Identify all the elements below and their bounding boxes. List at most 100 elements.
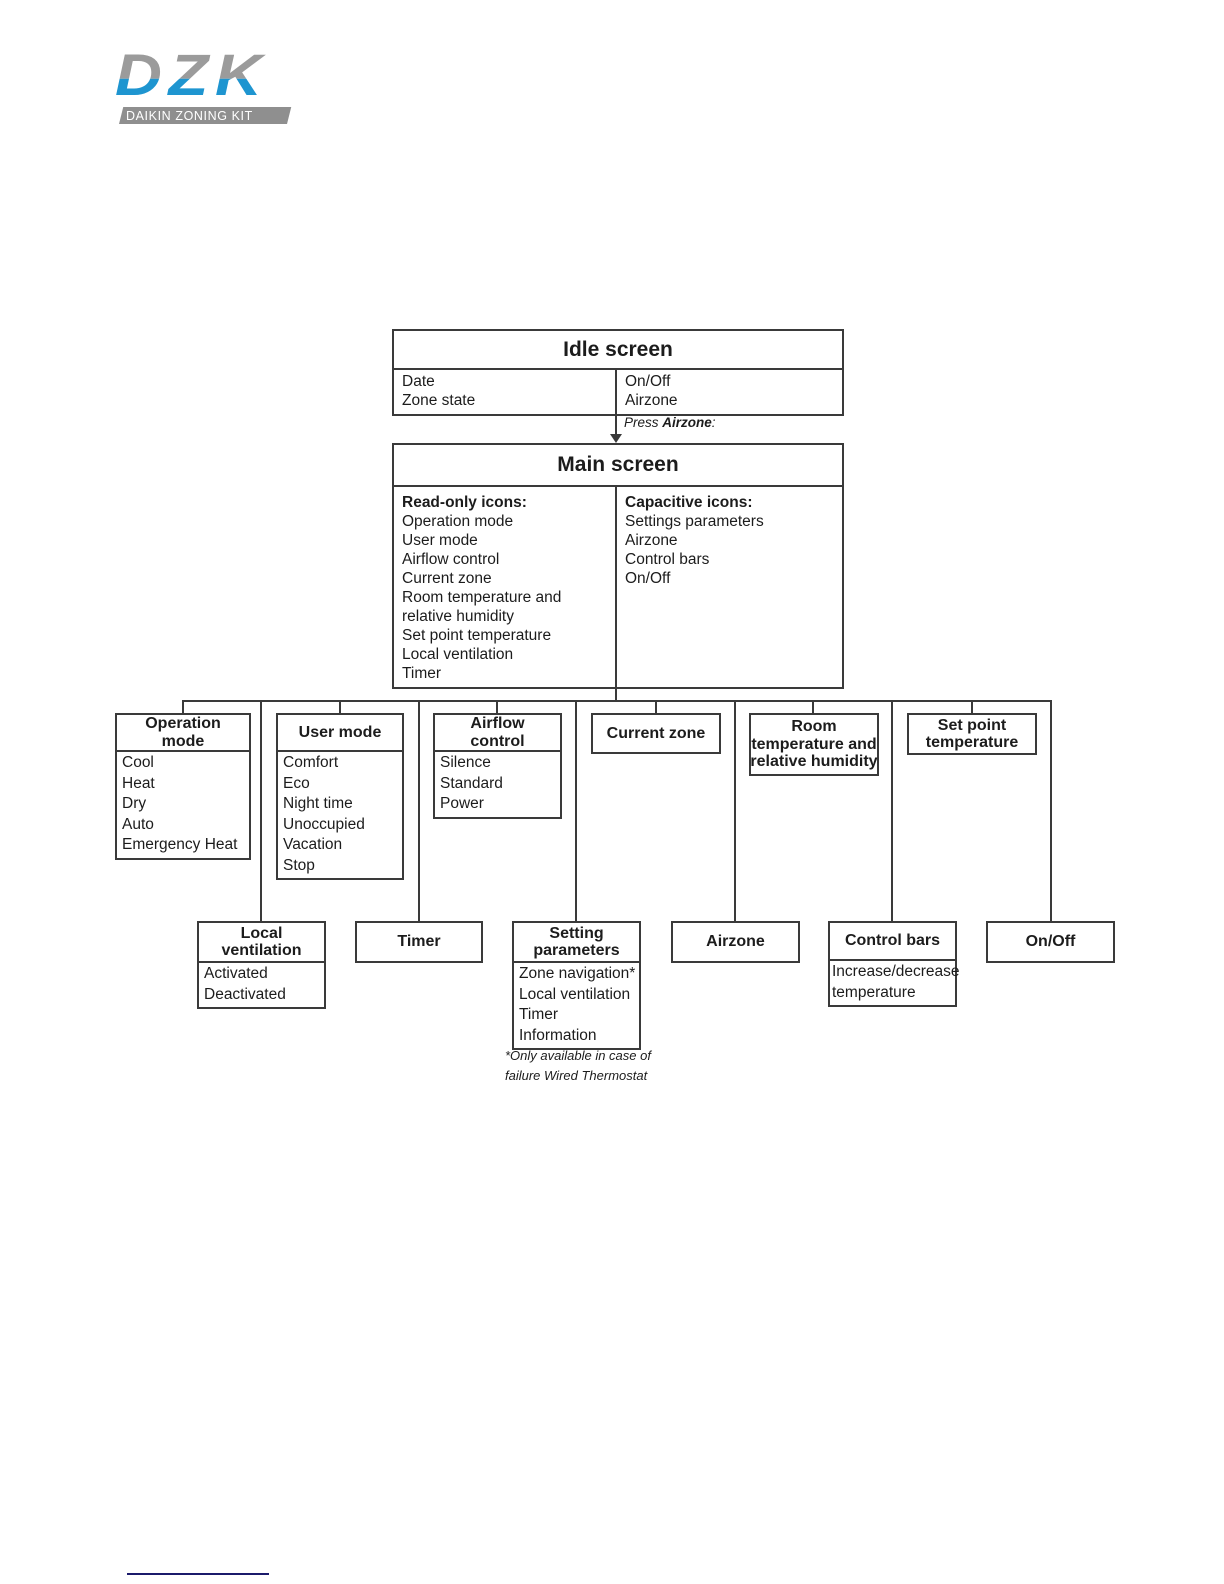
readonly-icons-heading: Read-only icons: — [402, 494, 527, 511]
list-item: Zone navigation* — [519, 965, 636, 982]
connector-drop-set-point — [971, 700, 973, 713]
list-item: Timer — [402, 665, 442, 682]
node-user-mode-title: User mode — [278, 715, 402, 752]
node-current-zone-title: Current zone — [606, 724, 706, 742]
dzk-logo-text-gray: DZK — [115, 43, 269, 108]
list-item: Operation mode — [402, 513, 514, 530]
dzk-logo-tagline-bar: DAIKIN ZONING KIT — [119, 107, 292, 124]
dzk-logo: DZK DZK DAIKIN ZONING KIT — [115, 43, 301, 132]
footnote: *Only available in case of failure Wired… — [505, 1048, 651, 1083]
press-airzone-label: Press Airzone: — [624, 415, 716, 430]
connector-drop-operation-mode — [182, 700, 184, 713]
connector-bus — [182, 700, 1052, 702]
connector-drop-user-mode — [339, 700, 341, 713]
arrowhead-icon — [610, 434, 622, 443]
node-set-point-temperature: Set point temperature — [907, 713, 1037, 755]
list-item: On/Off — [625, 570, 671, 587]
list-item: Current zone — [402, 570, 492, 587]
list-item: Stop — [283, 856, 315, 874]
press-label-suffix: : — [711, 415, 716, 430]
connector-drop-airflow-control — [496, 700, 498, 713]
connector-drop-on-off — [1050, 700, 1052, 921]
node-timer-title: Timer — [397, 933, 441, 951]
list-item: Zone state — [402, 392, 476, 409]
list-item: Activated — [204, 965, 268, 982]
list-item: Settings parameters — [625, 513, 764, 530]
list-item: Unoccupied — [283, 815, 365, 833]
node-room-temperature-title: Room temperature and relative humidity — [750, 718, 878, 771]
node-timer: Timer — [355, 921, 483, 963]
connector-drop-setting-parameters — [575, 700, 577, 921]
connector-drop-room-temperature — [812, 700, 814, 713]
node-local-ventilation-title: Local ventilation — [199, 923, 324, 963]
connector-drop-airzone — [734, 700, 736, 921]
list-item: Local ventilation — [519, 985, 631, 1003]
press-label-prefix: Press — [624, 415, 663, 430]
node-room-temperature: Room temperature and relative humidity — [749, 713, 879, 776]
list-item: Set point temperature — [402, 627, 552, 644]
node-airzone: Airzone — [671, 921, 800, 963]
list-item: Information — [519, 1026, 597, 1044]
connector-drop-control-bars — [891, 700, 893, 921]
list-item: Emergency Heat — [122, 836, 238, 853]
list-item: Night time — [283, 795, 353, 812]
list-item: Control bars — [625, 551, 710, 568]
list-item: Airzone — [625, 532, 678, 549]
list-item: Timer — [519, 1006, 559, 1023]
node-on-off: On/Off — [986, 921, 1115, 963]
node-operation-mode-title: Operation mode — [117, 715, 249, 752]
node-control-bars: Control bars Increase/decrease temperatu… — [828, 921, 960, 1007]
list-item: Increase/decrease temperature — [832, 963, 960, 1001]
node-airflow-control-title: Airflow control — [435, 715, 560, 752]
list-item: Airzone — [625, 392, 678, 409]
dzk-logo-text-blue: DZK — [115, 43, 269, 108]
list-item: Heat — [122, 774, 155, 792]
list-item: Silence — [440, 754, 491, 771]
list-item: User mode — [402, 532, 478, 549]
connector-drop-timer — [418, 700, 420, 921]
list-item: Local ventilation — [402, 646, 514, 663]
main-screen-title: Main screen — [394, 445, 842, 487]
idle-screen-title: Idle screen — [394, 331, 842, 370]
list-item: Date — [402, 373, 435, 390]
connector-idle-to-main — [615, 411, 617, 437]
list-item: Vacation — [283, 836, 343, 853]
node-control-bars-title: Control bars — [830, 923, 955, 961]
connector-drop-current-zone — [655, 700, 657, 713]
connector-main-to-bus — [615, 683, 617, 702]
list-item: Dry — [122, 795, 147, 812]
list-item: Auto — [122, 815, 154, 833]
list-item: Room temperature and relative humidity — [402, 589, 562, 625]
connector-drop-local-ventilation — [260, 700, 262, 921]
node-setting-parameters-title: Setting parameters — [514, 923, 639, 963]
footer-rule — [127, 1573, 269, 1575]
list-item: Standard — [440, 774, 503, 792]
list-item: Deactivated — [204, 985, 286, 1003]
list-item: Comfort — [283, 754, 339, 771]
dzk-logo-tagline: DAIKIN ZONING KIT — [126, 108, 253, 123]
main-screen-box: Main screen Read-only icons: Operation m… — [392, 443, 844, 689]
list-item: Eco — [283, 774, 310, 792]
capacitive-icons-heading: Capacitive icons: — [625, 494, 753, 511]
node-setting-parameters: Setting parameters Zone navigation* Local… — [512, 921, 641, 1050]
node-airzone-title: Airzone — [706, 933, 765, 951]
list-item: Airflow control — [402, 551, 500, 568]
press-label-bold: Airzone — [662, 415, 712, 430]
